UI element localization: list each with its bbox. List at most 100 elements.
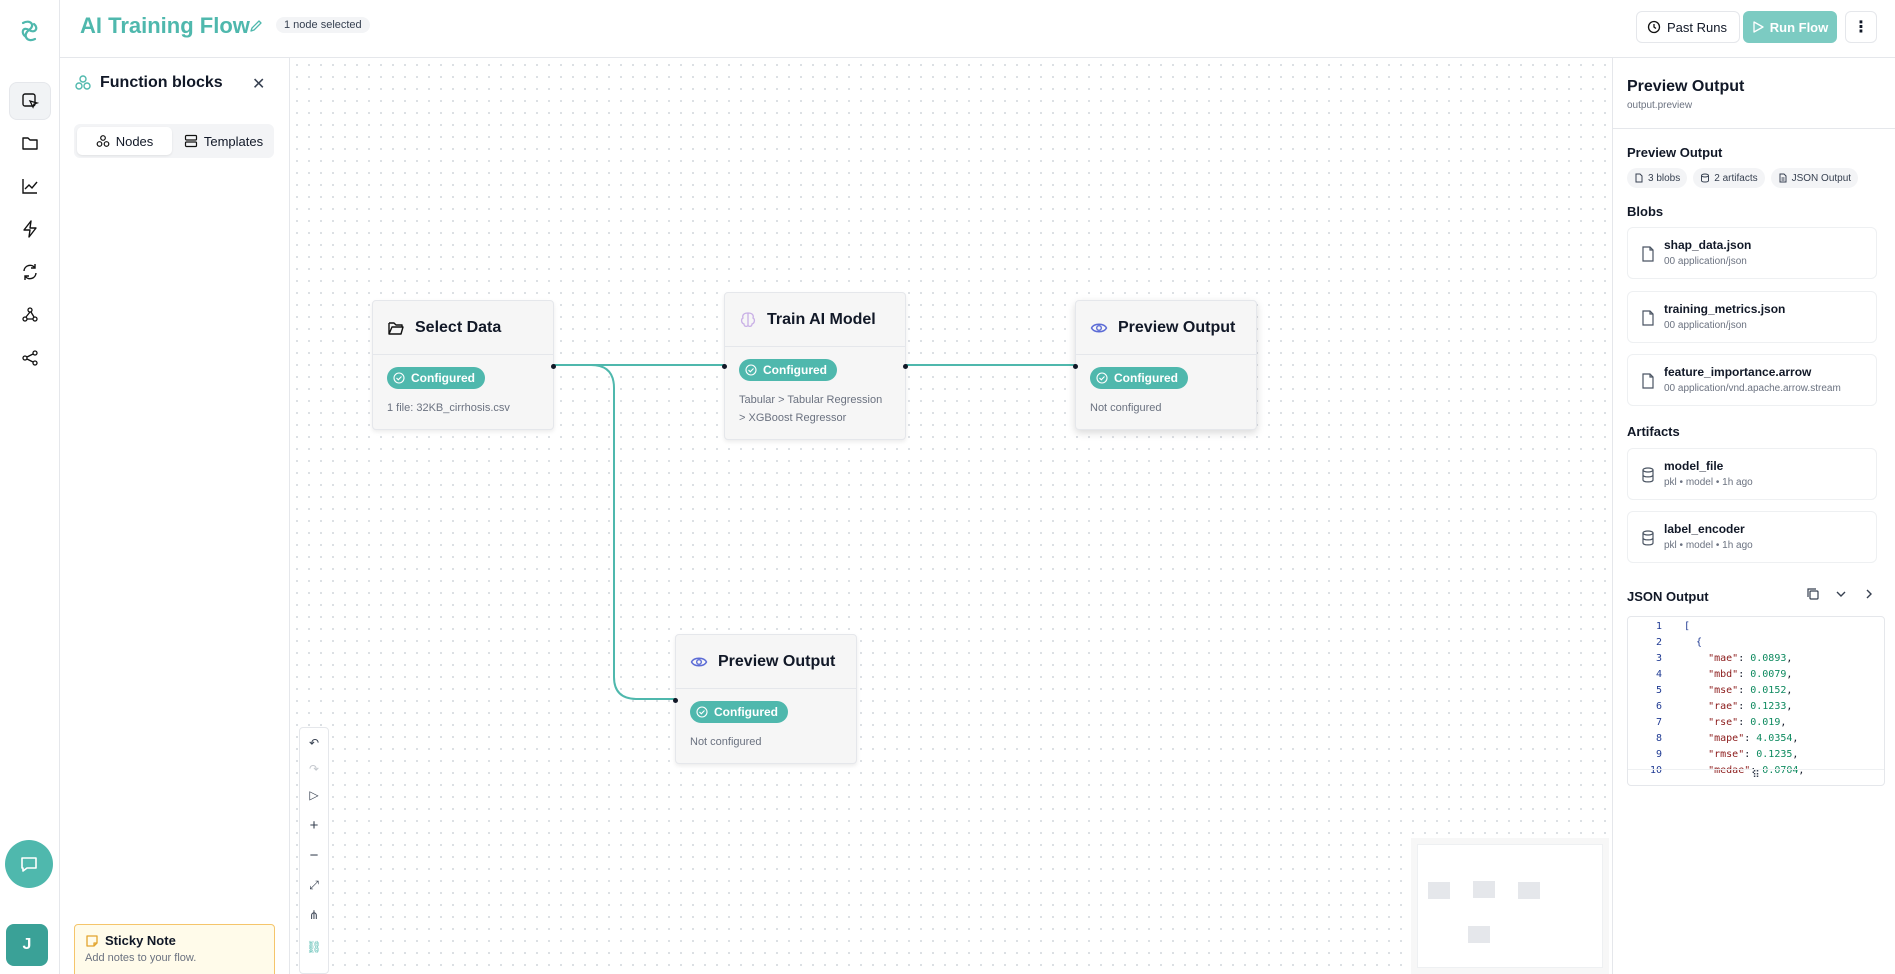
blob-meta: 00 application/json <box>1664 320 1747 331</box>
bolt-icon <box>23 220 37 238</box>
status-badge: Configured <box>690 701 788 723</box>
tab-templates[interactable]: Templates <box>176 127 271 155</box>
code-text: "mbd": 0.0079, <box>1708 669 1793 680</box>
pencil-icon[interactable] <box>248 18 264 34</box>
node-title: Select Data <box>415 318 502 336</box>
avatar[interactable]: J <box>6 924 48 966</box>
code-text: "rmse": 0.1235, <box>1708 749 1799 760</box>
panel-title: Preview Output <box>1627 78 1745 95</box>
output-handle[interactable] <box>903 364 908 369</box>
blob-name: feature_importance.arrow <box>1664 365 1812 379</box>
line-number: 7 <box>1655 717 1662 728</box>
output-summary-chips: 3 blobs 2 artifacts JSON Output <box>1627 168 1859 188</box>
auto-layout-icon[interactable]: ⋔ <box>308 908 320 922</box>
selection-badge: 1 node selected <box>276 17 370 33</box>
function-blocks-panel: Function blocks ✕ Nodes Templates Sticky… <box>60 58 290 974</box>
json-code-viewer[interactable]: 1[2 {3 "mae": 0.0893,4 "mbd": 0.0079,5 "… <box>1627 616 1885 786</box>
folder-rail-button[interactable] <box>9 124 51 162</box>
eye-icon <box>690 657 708 666</box>
past-runs-button[interactable]: Past Runs <box>1636 11 1740 43</box>
left-rail: J <box>0 0 60 974</box>
artifact-item[interactable]: model_file pkl • model • 1h ago <box>1627 448 1877 500</box>
code-line: 4 "mbd": 0.0079, <box>1628 669 1884 685</box>
node-title: Preview Output <box>718 652 836 670</box>
bolt-rail-button[interactable] <box>9 210 51 248</box>
node-train-ai-model[interactable]: Train AI Model Configured Tabular > Tabu… <box>722 292 908 440</box>
blob-meta: 00 application/vnd.apache.arrow.stream <box>1664 383 1841 394</box>
minimap-node <box>1518 882 1540 899</box>
chevron-right-icon[interactable] <box>1862 587 1876 601</box>
status-badge-label: Configured <box>763 363 827 377</box>
node-description: 1 file: 32KB_cirrhosis.csv <box>387 402 510 414</box>
zoom-out-icon[interactable]: − <box>309 846 319 864</box>
artifact-item[interactable]: label_encoder pkl • model • 1h ago <box>1627 511 1877 563</box>
status-badge-label: Configured <box>714 705 778 719</box>
chevron-down-icon[interactable] <box>1834 587 1848 601</box>
sticky-note-icon <box>86 934 98 947</box>
tab-nodes[interactable]: Nodes <box>77 127 172 155</box>
node-header: Preview Output <box>676 635 856 689</box>
line-number: 5 <box>1655 685 1662 696</box>
flow-canvas[interactable]: Select Data Configured 1 file: 32KB_cirr… <box>291 59 1611 974</box>
blob-name: shap_data.json <box>1664 238 1752 252</box>
code-line: 3 "mae": 0.0893, <box>1628 653 1884 669</box>
redo-icon[interactable]: ↷ <box>308 762 320 776</box>
blob-item[interactable]: training_metrics.json 00 application/jso… <box>1627 291 1877 343</box>
chart-icon <box>22 179 38 194</box>
minimap-node <box>1473 881 1495 898</box>
node-preview-output-2[interactable]: Preview Output Configured Not configured <box>673 634 857 764</box>
tab-nodes-label: Nodes <box>115 133 154 149</box>
folder-open-icon <box>388 321 404 335</box>
input-handle[interactable] <box>722 364 727 369</box>
section-title: Preview Output <box>1627 145 1723 160</box>
input-handle[interactable] <box>1073 364 1078 369</box>
blocks-icon <box>75 75 91 90</box>
node-select-data[interactable]: Select Data Configured 1 file: 32KB_cirr… <box>372 300 556 430</box>
copy-icon[interactable] <box>1806 587 1820 601</box>
zoom-in-icon[interactable]: + <box>309 816 319 834</box>
refresh-rail-button[interactable] <box>9 253 51 291</box>
code-text: "medae": 0.0704, <box>1708 765 1805 776</box>
line-number: 9 <box>1655 749 1662 760</box>
fit-view-icon[interactable]: ⤢ <box>309 877 319 892</box>
minimap[interactable] <box>1417 844 1603 968</box>
run-flow-button[interactable]: Run Flow <box>1743 11 1837 43</box>
edge-select-to-preview-2[interactable] <box>552 364 675 700</box>
play-outline-icon[interactable]: ▷ <box>309 788 319 802</box>
line-number: 8 <box>1655 733 1662 744</box>
preview-output-panel: Preview Output output.preview Preview Ou… <box>1612 58 1895 974</box>
undo-icon[interactable]: ↶ <box>308 736 320 750</box>
brain-icon <box>740 311 756 327</box>
file-icon <box>1635 173 1643 183</box>
output-handle[interactable] <box>551 364 556 369</box>
node-preview-output[interactable]: Preview Output Configured Not configured <box>1073 300 1257 430</box>
share-rail-button[interactable] <box>9 339 51 377</box>
code-line: 2 { <box>1628 637 1884 653</box>
webhook-rail-button[interactable] <box>9 296 51 334</box>
code-text: "mae": 0.0893, <box>1708 653 1793 664</box>
input-handle[interactable] <box>673 698 678 703</box>
database-icon <box>1642 467 1654 483</box>
code-line: 6 "rae": 0.1233, <box>1628 701 1884 717</box>
artifact-meta: pkl • model • 1h ago <box>1664 477 1753 488</box>
blobs-chip: 3 blobs <box>1627 168 1688 188</box>
chat-button[interactable] <box>5 840 53 888</box>
blob-meta: 00 application/json <box>1664 256 1747 267</box>
line-number: 2 <box>1655 637 1662 648</box>
artifacts-count: 2 artifacts <box>1714 172 1758 184</box>
chart-rail-button[interactable] <box>9 167 51 205</box>
code-text: [ <box>1684 621 1691 632</box>
more-options-button[interactable]: ⋮ <box>1845 11 1877 43</box>
blob-item[interactable]: feature_importance.arrow 00 application/… <box>1627 354 1877 406</box>
node-header: Preview Output <box>1076 301 1256 355</box>
close-icon[interactable]: ✕ <box>252 76 266 93</box>
share-icon <box>22 350 38 366</box>
link-icon[interactable]: ⛓ <box>306 940 322 954</box>
app-logo-icon[interactable] <box>14 16 44 46</box>
pointer-rail-button[interactable] <box>9 82 51 120</box>
flow-title[interactable]: AI Training Flow <box>80 13 250 38</box>
sticky-note-block[interactable]: Sticky Note Add notes to your flow. <box>74 924 275 974</box>
code-text: { <box>1696 637 1703 648</box>
resize-grip-icon[interactable]: ⠿ <box>1628 769 1884 785</box>
blob-item[interactable]: shap_data.json 00 application/json <box>1627 227 1877 279</box>
